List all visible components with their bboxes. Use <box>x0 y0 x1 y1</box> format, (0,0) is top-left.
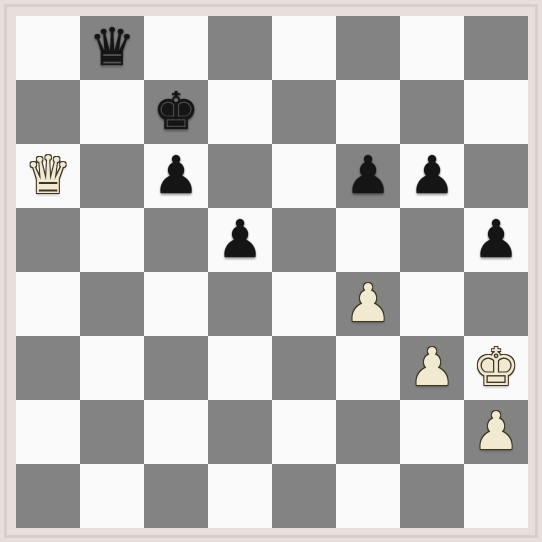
square-g7[interactable] <box>400 80 464 144</box>
square-a2[interactable] <box>16 400 80 464</box>
square-a8[interactable] <box>16 16 80 80</box>
square-h2[interactable]: ♟ <box>464 400 528 464</box>
square-h4[interactable] <box>464 272 528 336</box>
square-c2[interactable] <box>144 400 208 464</box>
square-d2[interactable] <box>208 400 272 464</box>
square-h6[interactable] <box>464 144 528 208</box>
square-a3[interactable] <box>16 336 80 400</box>
square-d1[interactable] <box>208 464 272 528</box>
white-pawn-icon[interactable]: ♟ <box>473 406 520 458</box>
square-d4[interactable] <box>208 272 272 336</box>
square-h8[interactable] <box>464 16 528 80</box>
square-c4[interactable] <box>144 272 208 336</box>
square-a7[interactable] <box>16 80 80 144</box>
square-b3[interactable] <box>80 336 144 400</box>
square-d7[interactable] <box>208 80 272 144</box>
square-e6[interactable] <box>272 144 336 208</box>
square-e5[interactable] <box>272 208 336 272</box>
square-b1[interactable] <box>80 464 144 528</box>
square-c3[interactable] <box>144 336 208 400</box>
square-c1[interactable] <box>144 464 208 528</box>
square-e7[interactable] <box>272 80 336 144</box>
square-b2[interactable] <box>80 400 144 464</box>
square-h1[interactable] <box>464 464 528 528</box>
square-a5[interactable] <box>16 208 80 272</box>
square-f1[interactable] <box>336 464 400 528</box>
black-king-icon[interactable]: ♚ <box>153 86 200 138</box>
white-queen-icon[interactable]: ♛ <box>25 150 72 202</box>
square-d3[interactable] <box>208 336 272 400</box>
black-pawn-icon[interactable]: ♟ <box>217 214 264 266</box>
square-h3[interactable]: ♚ <box>464 336 528 400</box>
square-b4[interactable] <box>80 272 144 336</box>
square-b8[interactable]: ♛ <box>80 16 144 80</box>
square-f5[interactable] <box>336 208 400 272</box>
square-f6[interactable]: ♟ <box>336 144 400 208</box>
square-f4[interactable]: ♟ <box>336 272 400 336</box>
square-g2[interactable] <box>400 400 464 464</box>
square-g1[interactable] <box>400 464 464 528</box>
square-d5[interactable]: ♟ <box>208 208 272 272</box>
white-king-icon[interactable]: ♚ <box>473 342 520 394</box>
square-g5[interactable] <box>400 208 464 272</box>
square-g6[interactable]: ♟ <box>400 144 464 208</box>
square-g3[interactable]: ♟ <box>400 336 464 400</box>
square-e3[interactable] <box>272 336 336 400</box>
chess-board: ♛ ♚ ♛ ♟ ♟ ♟ ♟ ♟ ♟ ♟ ♚ ♟ <box>16 16 528 528</box>
square-f7[interactable] <box>336 80 400 144</box>
black-pawn-icon[interactable]: ♟ <box>153 150 200 202</box>
square-e8[interactable] <box>272 16 336 80</box>
square-b5[interactable] <box>80 208 144 272</box>
square-f3[interactable] <box>336 336 400 400</box>
square-f8[interactable] <box>336 16 400 80</box>
square-b7[interactable] <box>80 80 144 144</box>
square-c5[interactable] <box>144 208 208 272</box>
black-pawn-icon[interactable]: ♟ <box>409 150 456 202</box>
square-c7[interactable]: ♚ <box>144 80 208 144</box>
white-pawn-icon[interactable]: ♟ <box>409 342 456 394</box>
square-h5[interactable]: ♟ <box>464 208 528 272</box>
black-queen-icon[interactable]: ♛ <box>89 22 136 74</box>
square-b6[interactable] <box>80 144 144 208</box>
square-e2[interactable] <box>272 400 336 464</box>
square-e4[interactable] <box>272 272 336 336</box>
square-e1[interactable] <box>272 464 336 528</box>
square-g8[interactable] <box>400 16 464 80</box>
black-pawn-icon[interactable]: ♟ <box>345 150 392 202</box>
square-c6[interactable]: ♟ <box>144 144 208 208</box>
square-d6[interactable] <box>208 144 272 208</box>
square-d8[interactable] <box>208 16 272 80</box>
square-a6[interactable]: ♛ <box>16 144 80 208</box>
square-a1[interactable] <box>16 464 80 528</box>
square-f2[interactable] <box>336 400 400 464</box>
square-c8[interactable] <box>144 16 208 80</box>
square-a4[interactable] <box>16 272 80 336</box>
white-pawn-icon[interactable]: ♟ <box>345 278 392 330</box>
square-h7[interactable] <box>464 80 528 144</box>
black-pawn-icon[interactable]: ♟ <box>473 214 520 266</box>
square-g4[interactable] <box>400 272 464 336</box>
